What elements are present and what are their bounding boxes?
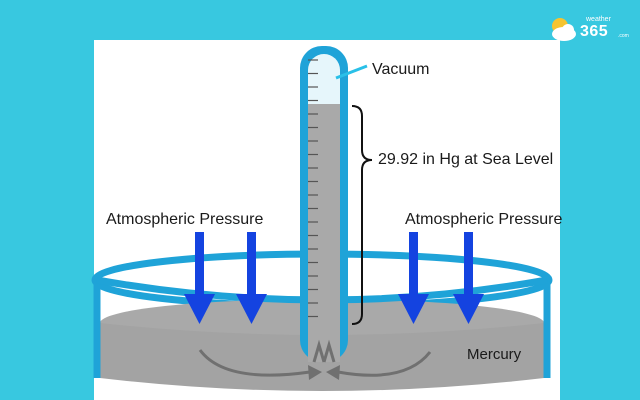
column-height-label: 29.92 in Hg at Sea Level — [378, 151, 554, 168]
circulation-arrow-left — [198, 349, 311, 377]
circulation-arrowhead-left — [308, 365, 322, 380]
brand-name-small: weather — [586, 16, 611, 23]
mercury-label: Mercury — [467, 346, 522, 363]
weather365-logo: weather 365 .com — [548, 14, 634, 44]
height-brace — [351, 105, 373, 325]
glass-tube — [300, 46, 348, 362]
brand-name-suffix: .com — [618, 33, 629, 39]
pressure-arrow — [184, 232, 215, 324]
circulation-arrow-right — [337, 351, 432, 377]
pressure-arrow — [398, 232, 429, 324]
circulation-arrowhead-right — [326, 365, 340, 380]
tube-scale — [308, 59, 318, 318]
pressure-label-right: Atmospheric Pressure — [405, 211, 563, 228]
brand-name-big: 365 — [580, 23, 609, 40]
pressure-arrow — [236, 232, 267, 324]
up-chevron — [312, 339, 326, 363]
pressure-arrow — [453, 232, 484, 324]
mercury-column — [308, 104, 340, 362]
up-chevron — [322, 339, 336, 363]
vacuum-pointer — [335, 64, 368, 80]
pressure-label-left: Atmospheric Pressure — [106, 211, 264, 228]
sun-cloud-icon — [552, 18, 576, 41]
vacuum-label: Vacuum — [372, 61, 430, 78]
